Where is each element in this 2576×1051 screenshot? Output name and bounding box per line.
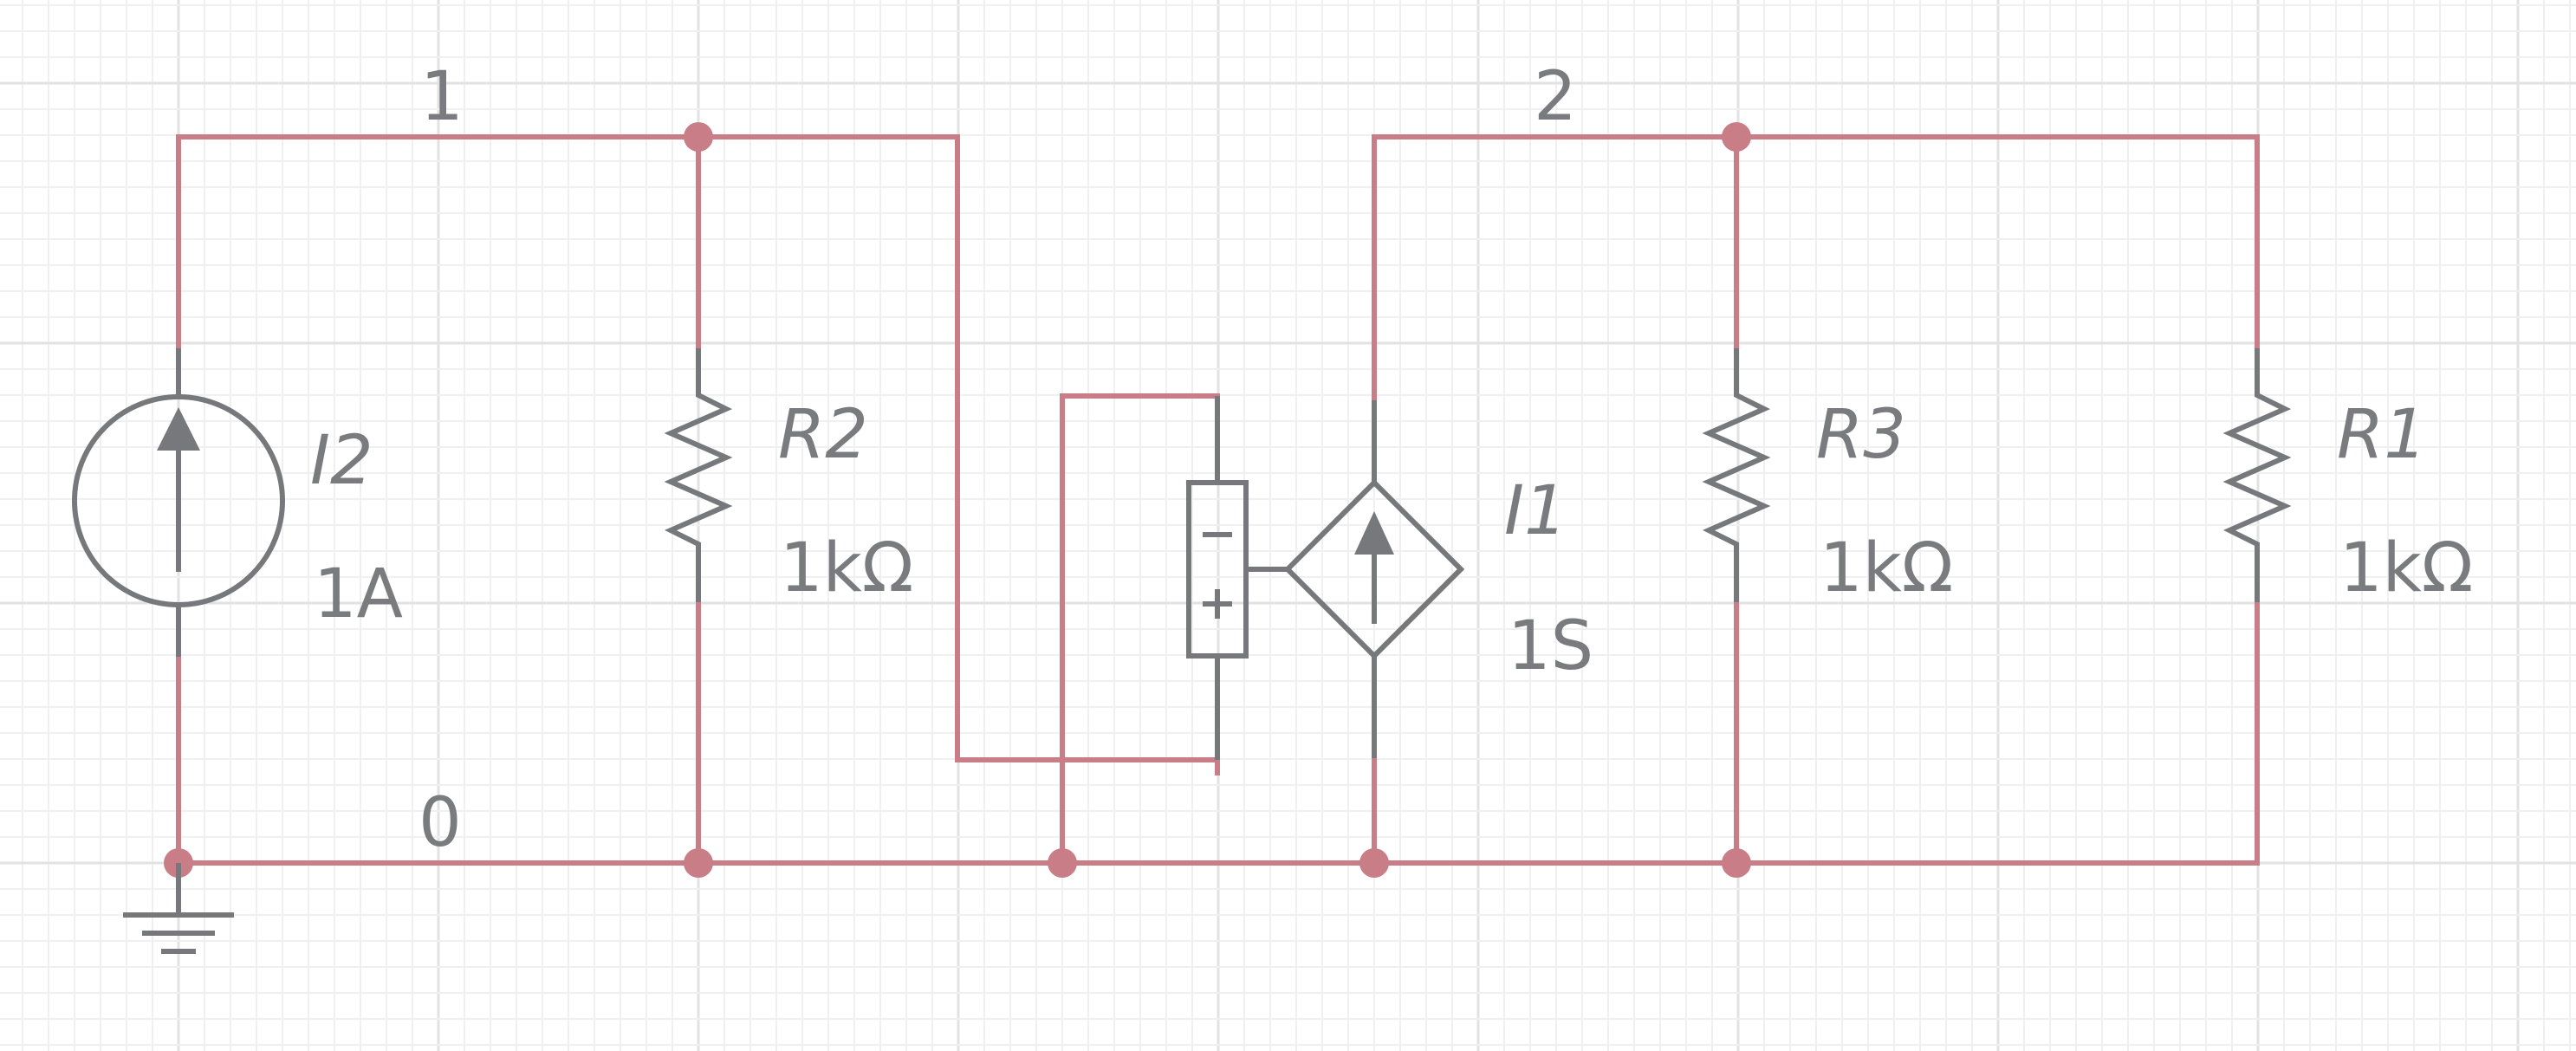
junction-dot: [684, 122, 713, 152]
junction-dot: [1359, 848, 1389, 878]
r1-value-label: 1kΩ: [2339, 529, 2473, 607]
i1-value-label: 1S: [1508, 607, 1593, 685]
r3-value-label: 1kΩ: [1820, 529, 1953, 607]
i2-value-label: 1A: [314, 555, 403, 633]
junction-dot: [1048, 848, 1077, 878]
r2-name-label: R2: [778, 396, 868, 474]
wire-net-0[interactable]: [176, 600, 2260, 866]
wire-sense-loop[interactable]: [1060, 393, 1220, 866]
wire-net-1[interactable]: [176, 134, 1220, 775]
labels: 1 2 0 I2 1A R2 1kΩ I1 1S R3 1kΩ R1 1kΩ: [310, 58, 2473, 862]
node-label-2: 2: [1534, 58, 1577, 136]
wires: [176, 134, 2260, 866]
r3-name-label: R3: [1816, 396, 1906, 474]
junction-dot: [684, 848, 713, 878]
r1-name-label: R1: [2337, 396, 2427, 474]
ground-symbol[interactable]: [123, 863, 234, 954]
i2-name-label: I2: [310, 422, 373, 500]
resistor-r1[interactable]: [2222, 348, 2292, 602]
resistor-r3[interactable]: [1702, 348, 1771, 602]
arrow-up-icon: [157, 407, 200, 451]
junction-dot: [1722, 122, 1751, 152]
r2-value-label: 1kΩ: [780, 529, 913, 607]
junction-dot: [1722, 848, 1751, 878]
wire-net-2[interactable]: [1372, 134, 2260, 403]
node-label-1: 1: [420, 58, 464, 136]
current-source-i2[interactable]: [72, 348, 285, 657]
vccs-i1[interactable]: [1186, 396, 1465, 760]
resistor-r2[interactable]: [664, 348, 733, 602]
i1-name-label: I1: [1504, 472, 1567, 550]
arrow-up-icon: [1354, 511, 1394, 555]
node-label-0: 0: [419, 784, 462, 862]
